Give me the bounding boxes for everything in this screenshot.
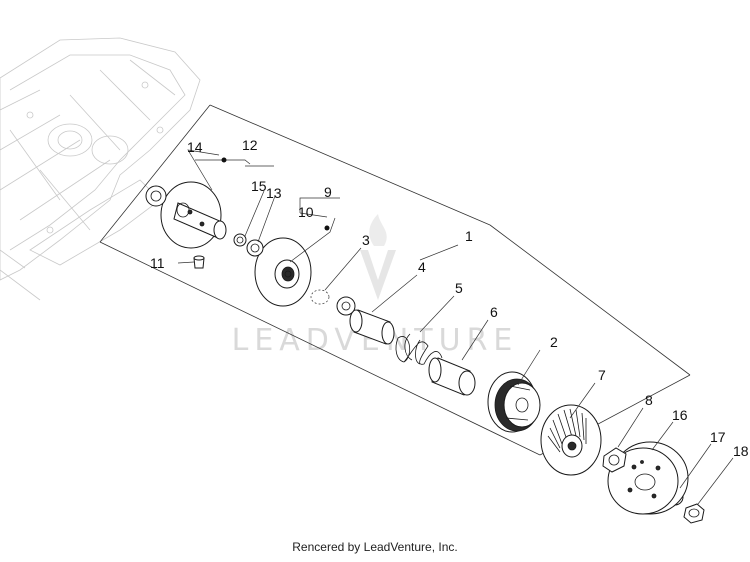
callout-8: 8 [645, 392, 653, 408]
callout-3: 3 [362, 232, 370, 248]
part-18-nut [683, 503, 705, 524]
part-3-bearing [336, 296, 356, 316]
part-2-clutch-shoes [487, 371, 541, 433]
part-12-oil-seal [145, 185, 167, 207]
part-14-fixed-pulley [160, 181, 227, 249]
part-7-clutch-plate [540, 404, 602, 476]
part-8-nut [602, 447, 627, 473]
callout-17: 17 [710, 429, 726, 445]
callout-10: 10 [298, 204, 314, 220]
footer-credit: Rencered by LeadVenture, Inc. [292, 540, 458, 554]
callout-labels: 1 2 3 4 5 6 7 8 9 10 11 12 13 14 15 16 1… [150, 137, 749, 459]
callout-1: 1 [465, 228, 473, 244]
callout-16: 16 [672, 407, 688, 423]
reference-dot-9 [324, 225, 330, 231]
callout-12: 12 [242, 137, 258, 153]
callout-5: 5 [455, 280, 463, 296]
callout-2: 2 [550, 334, 558, 350]
part-15-ring [233, 233, 247, 247]
part-4-sleeve [349, 309, 395, 345]
callout-9: 9 [324, 184, 332, 200]
part-6-bush [428, 357, 476, 396]
callout-4: 4 [418, 259, 426, 275]
engine-case-outline [0, 37, 201, 301]
assembly-frame [99, 104, 691, 456]
reference-dot-12 [221, 157, 227, 163]
callout-18: 18 [733, 443, 749, 459]
part-10-seal-ring [310, 289, 330, 305]
callout-13: 13 [266, 185, 282, 201]
part-9-moveable-pulley [254, 237, 312, 307]
callout-6: 6 [490, 304, 498, 320]
callout-7: 7 [598, 367, 606, 383]
leader-lines [177, 149, 734, 505]
part-11-screw [193, 255, 205, 269]
callout-15: 15 [251, 178, 267, 194]
part-5-spring [395, 333, 443, 365]
callout-14: 14 [187, 139, 203, 155]
part-16-clutch-bell [607, 441, 689, 515]
part-13-ring [246, 239, 264, 257]
callout-11: 11 [150, 255, 165, 271]
